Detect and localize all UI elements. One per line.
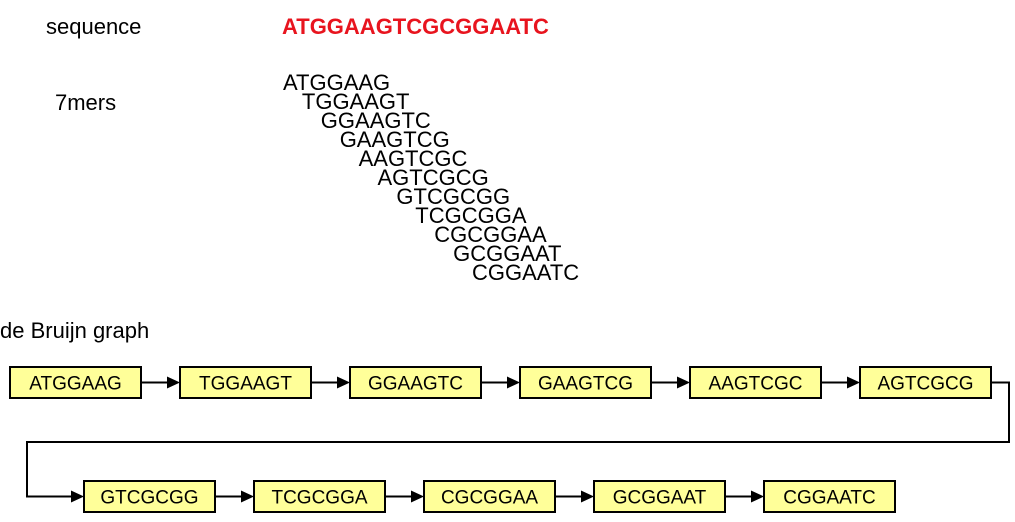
kmer-item: GAAGTCG [339, 127, 450, 152]
graph-node: GTCGCGG [83, 480, 216, 513]
graph-node: TGGAAGT [179, 366, 312, 399]
graph-node-label: GCGGAAT [613, 488, 707, 509]
sequence-value: ATGGAAGTCGCGGAATC [282, 14, 549, 39]
edge-arrowhead [677, 376, 690, 389]
kmer-item: CGGAATC [472, 260, 580, 285]
graph-node-label: TGGAAGT [199, 374, 292, 395]
graph-node: GGAAGTC [349, 366, 482, 399]
kmer-item: TCGCGGA [415, 203, 527, 228]
graph-node-box [859, 366, 992, 399]
graph-node-label: AGTCGCG [877, 374, 973, 395]
graph-node-label: ATGGAAG [29, 374, 122, 395]
graph-node-box [253, 480, 386, 513]
graph-node-box [349, 366, 482, 399]
graph-node-label: CGCGGAA [441, 488, 538, 509]
graph-label: de Bruijn graph [0, 318, 150, 343]
graph-node: AAGTCGC [689, 366, 822, 399]
graph-node-label: GGAAGTC [368, 374, 463, 395]
graph-node-box [9, 366, 142, 399]
kmer-item: GCGGAAT [453, 241, 562, 266]
graph-node: ATGGAAG [9, 366, 142, 399]
kmer-item: AAGTCGC [358, 146, 468, 171]
graph-node-label: AAGTCGC [709, 374, 803, 395]
graph-node-label: CGGAATC [783, 488, 876, 509]
kmer-item: CGCGGAA [434, 222, 547, 247]
edge-arrowhead [71, 490, 84, 503]
graph-node-label: GTCGCGG [100, 488, 198, 509]
kmer-item: ATGGAAG [283, 70, 391, 95]
graph-node: AGTCGCG [859, 366, 992, 399]
graph-node-box [593, 480, 726, 513]
edge-arrowhead [581, 490, 594, 503]
kmers-label: 7mers [55, 90, 117, 115]
graph-node: GCGGAAT [593, 480, 726, 513]
graph-node-label: GAAGTCG [538, 374, 633, 395]
graph-node-box [83, 480, 216, 513]
edge-arrowhead [507, 376, 520, 389]
graph-node-box [179, 366, 312, 399]
graph-edge [26, 381, 1010, 498]
kmer-item: GGAAGTC [320, 108, 431, 133]
edge-arrowhead [241, 490, 254, 503]
graph-node: CGGAATC [763, 480, 896, 513]
sequence-label: sequence [46, 14, 142, 39]
graph-node: GAAGTCG [519, 366, 652, 399]
edge-arrowhead [167, 376, 180, 389]
kmer-item: AGTCGCG [377, 165, 489, 190]
edge-arrowhead [847, 376, 860, 389]
edge-arrowhead [751, 490, 764, 503]
graph-node: CGCGGAA [423, 480, 556, 513]
kmer-item: TGGAAGT [301, 89, 410, 114]
graph-node-box [763, 480, 896, 513]
edge-arrowhead [337, 376, 350, 389]
graph-node: TCGCGGA [253, 480, 386, 513]
graph-node-label: TCGCGGA [271, 488, 367, 509]
edge-arrowhead [411, 490, 424, 503]
kmer-item: GTCGCGG [396, 184, 511, 209]
